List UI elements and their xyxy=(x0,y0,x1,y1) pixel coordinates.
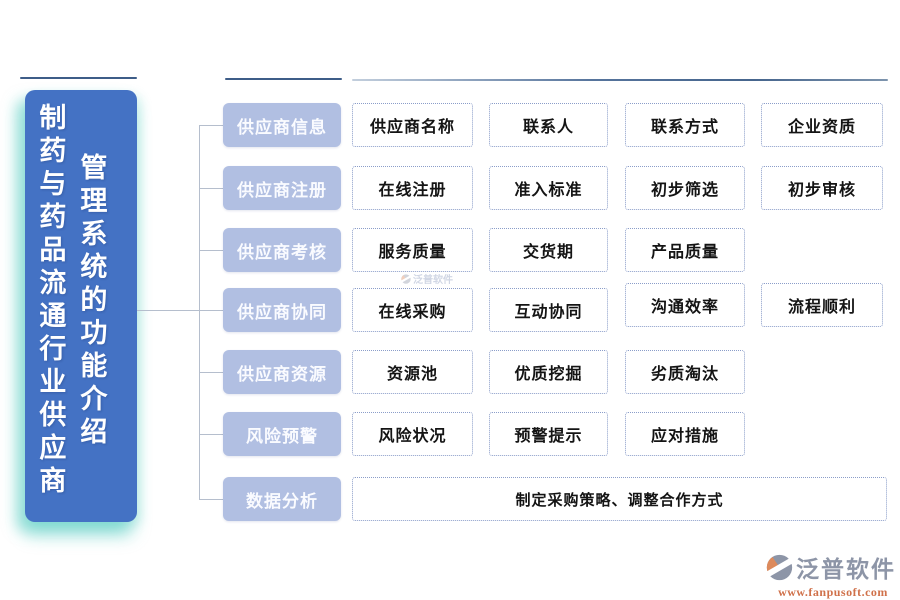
center-watermark: 泛普软件 xyxy=(401,271,453,286)
feature-box: 联系方式 xyxy=(625,103,745,147)
feature-box: 企业资质 xyxy=(761,103,883,147)
top-rule-categories xyxy=(225,78,342,80)
branch-line xyxy=(199,125,223,126)
fanpu-logo: 泛普软件 www.fanpusoft.com xyxy=(766,550,900,600)
feature-box: 准入标准 xyxy=(489,166,608,210)
watermark-logo-icon xyxy=(401,273,411,284)
category-chip-4: 供应商协同 xyxy=(223,288,341,332)
branch-line xyxy=(199,310,223,311)
branch-line xyxy=(199,188,223,189)
branch-line xyxy=(199,434,223,435)
fanpu-logo-icon xyxy=(766,554,793,580)
feature-box: 制定采购策略、调整合作方式 xyxy=(352,477,887,521)
feature-box: 预警提示 xyxy=(489,412,608,456)
feature-box: 联系人 xyxy=(489,103,608,147)
category-chip-5: 供应商资源 xyxy=(223,350,341,394)
feature-box: 产品质量 xyxy=(625,228,745,272)
feature-box: 初步筛选 xyxy=(625,166,745,210)
category-chip-1: 供应商信息 xyxy=(223,103,341,147)
tree-spine-line xyxy=(199,125,200,499)
title-column-1: 制药与药品流通行业供应商 xyxy=(35,103,66,499)
top-rule-title xyxy=(20,77,137,79)
feature-box: 服务质量 xyxy=(352,228,473,272)
feature-box: 资源池 xyxy=(352,350,473,394)
branch-line xyxy=(199,250,223,251)
category-chip-2: 供应商注册 xyxy=(223,166,341,210)
feature-box: 初步审核 xyxy=(761,166,883,210)
category-chip-6: 风险预警 xyxy=(223,412,341,456)
feature-box: 应对措施 xyxy=(625,412,745,456)
feature-box: 优质挖掘 xyxy=(489,350,608,394)
feature-box: 交货期 xyxy=(489,228,608,272)
brand-name: 泛普软件 xyxy=(796,556,896,582)
diagram-title-box: 制药与药品流通行业供应商 管理系统的功能介绍 xyxy=(25,90,137,522)
watermark-text: 泛普软件 xyxy=(413,275,453,286)
brand-website: www.fanpusoft.com xyxy=(778,585,888,599)
category-chip-3: 供应商考核 xyxy=(223,228,341,272)
top-rule-features xyxy=(352,79,888,81)
feature-box: 沟通效率 xyxy=(625,283,745,327)
feature-box: 风险状况 xyxy=(352,412,473,456)
feature-box: 在线注册 xyxy=(352,166,473,210)
root-connector-line xyxy=(137,310,199,311)
feature-box: 流程顺利 xyxy=(761,283,883,327)
title-column-2: 管理系统的功能介绍 xyxy=(76,153,107,450)
feature-box: 劣质淘汰 xyxy=(625,350,745,394)
feature-box: 在线采购 xyxy=(352,288,473,332)
branch-line xyxy=(199,499,223,500)
feature-box: 供应商名称 xyxy=(352,103,473,147)
feature-box: 互动协同 xyxy=(489,288,608,332)
category-chip-7: 数据分析 xyxy=(223,477,341,521)
branch-line xyxy=(199,372,223,373)
